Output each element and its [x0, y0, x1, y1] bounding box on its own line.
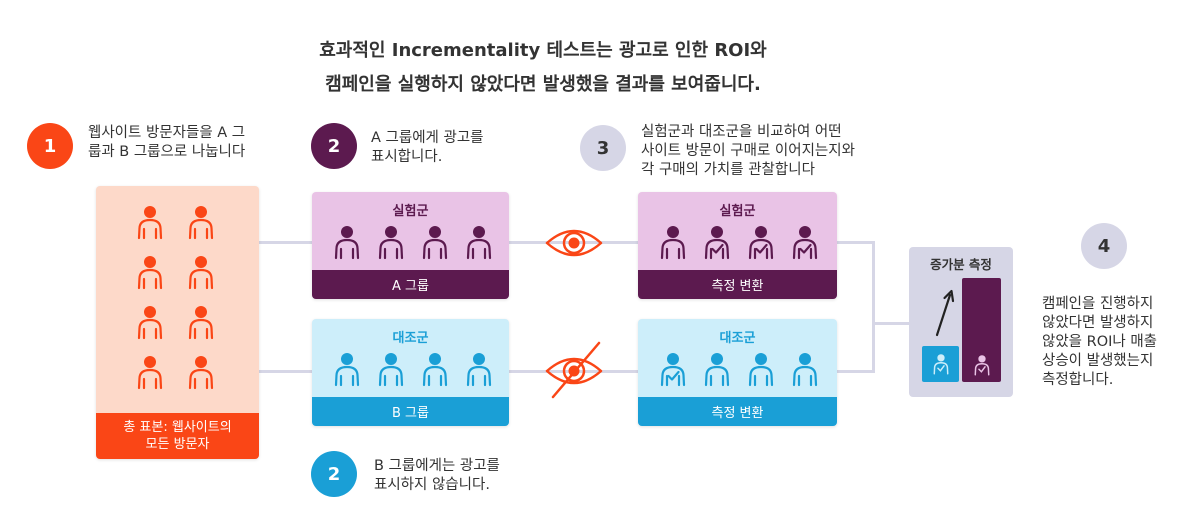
lift-measurement-title: 증가분 측정	[930, 257, 992, 272]
test-group-panel: 실험군 A 그룹	[312, 192, 509, 299]
control-group-panel: 대조군 B 그룹	[312, 319, 509, 426]
test-lift-bar	[962, 278, 1001, 382]
step-2a-text: A 그룹에게 광고를 표시합니다.	[371, 130, 484, 165]
step-1-text: 웹사이트 방문자들을 A 그 룹과 B 그룹으로 나눕니다	[88, 125, 246, 160]
person-icon	[933, 354, 948, 375]
person-icon	[373, 351, 409, 387]
person-icon	[183, 304, 219, 340]
connector-line	[872, 241, 875, 373]
title-line-1: 효과적인 Incrementality 테스트는 광고로 인한 ROI와	[319, 40, 767, 61]
person-icon	[974, 355, 989, 376]
control-result-title: 대조군	[719, 331, 756, 346]
person-icon	[132, 204, 168, 240]
step-4-text: 캠페인을 진행하지 않았다면 발생하지 않았을 ROI나 매출 상승이 발생했는…	[1042, 296, 1158, 388]
test-group-title: 실험군	[392, 204, 429, 219]
control-result-footer: 측정 변환	[638, 397, 837, 426]
person-icon	[655, 224, 691, 260]
person-icon	[699, 351, 735, 387]
step-4-badge: 4	[1081, 223, 1127, 269]
control-lift-bar	[922, 346, 959, 382]
person-icon	[132, 304, 168, 340]
person-check-icon	[655, 351, 691, 387]
connector-line	[836, 241, 874, 244]
total-sample-panel: 총 표본: 웹사이트의 모든 방문자	[96, 186, 259, 459]
connector-line	[836, 370, 874, 373]
person-icon	[329, 351, 365, 387]
arrow-up-right-icon	[935, 289, 955, 337]
eye-slash-icon	[541, 341, 607, 401]
step-2a-badge: 2	[311, 123, 357, 169]
person-icon	[373, 224, 409, 260]
connector-line	[872, 322, 910, 325]
eye-icon	[543, 221, 605, 265]
person-icon	[417, 224, 453, 260]
test-group-footer: A 그룹	[312, 270, 509, 299]
control-result-panel: 대조군 측정 변환	[638, 319, 837, 426]
step-2b-text: B 그룹에게는 광고를 표시하지 않습니다.	[374, 458, 500, 493]
person-icon	[417, 351, 453, 387]
person-icon	[461, 351, 497, 387]
person-icon	[461, 224, 497, 260]
control-group-footer: B 그룹	[312, 397, 509, 426]
person-icon	[183, 204, 219, 240]
person-icon	[787, 351, 823, 387]
title-line-2: 캠페인을 실행하지 않았다면 발생했을 결과를 보여줍니다.	[325, 74, 761, 95]
test-result-panel: 실험군 측정 변환	[638, 192, 837, 299]
step-3-badge: 3	[580, 125, 626, 171]
person-check-icon	[743, 224, 779, 260]
test-result-title: 실험군	[719, 204, 756, 219]
connector-line	[258, 370, 314, 373]
total-sample-label: 총 표본: 웹사이트의 모든 방문자	[96, 413, 259, 459]
control-group-title: 대조군	[392, 331, 429, 346]
person-check-icon	[787, 224, 823, 260]
person-icon	[329, 224, 365, 260]
person-check-icon	[699, 224, 735, 260]
step-3-text: 실험군과 대조군을 비교하여 어떤 사이트 방문이 구매로 이어지는지와 각 구…	[641, 124, 855, 178]
person-icon	[743, 351, 779, 387]
step-2b-badge: 2	[311, 451, 357, 497]
connector-line	[258, 241, 314, 244]
person-icon	[132, 354, 168, 390]
person-icon	[183, 254, 219, 290]
test-result-footer: 측정 변환	[638, 270, 837, 299]
lift-measurement-panel: 증가분 측정	[909, 247, 1013, 397]
person-icon	[183, 354, 219, 390]
step-1-badge: 1	[27, 123, 73, 169]
person-icon	[132, 254, 168, 290]
